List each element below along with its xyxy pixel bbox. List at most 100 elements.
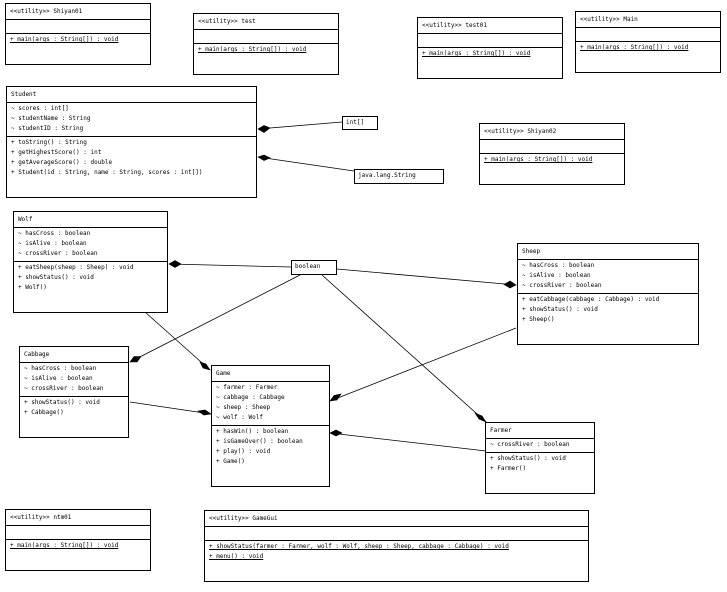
link-wolf-boolean — [168, 263, 292, 268]
link-cabbage-game — [129, 401, 212, 415]
attribute: ~ crossRiver : boolean — [490, 441, 570, 448]
method: + hasWin() : boolean — [216, 428, 289, 435]
method: + Cabbage() — [24, 409, 64, 416]
methods-compartment: + main(args : String[]) : void — [194, 43, 338, 57]
methods-compartment: + main(args : String[]) : void — [6, 33, 150, 47]
attributes-compartment: ~ hasCross : boolean ~ isAlive : boolean ~… — [20, 362, 128, 396]
diamond-game-wolf — [199, 361, 211, 371]
attributes-compartment: ~ hasCross : boolean ~ isAlive : boolean ~… — [14, 227, 167, 261]
diamond-game-sheep — [329, 393, 342, 402]
class-name: Sheep — [522, 248, 541, 255]
attribute: ~ cabbage : Cabbage — [216, 394, 285, 401]
attribute: ~ isAlive : boolean — [24, 375, 93, 382]
attributes-compartment — [6, 19, 150, 33]
link-student-string — [257, 156, 355, 172]
method: + menu() : void — [209, 553, 264, 560]
attributes-compartment — [576, 27, 720, 41]
methods-compartment: + toString() : String + getHighestScore()… — [7, 136, 256, 180]
attribute: ~ studentID : String — [11, 125, 84, 132]
method: + getHighestScore() : int — [11, 149, 102, 156]
method: + main(args : String[]) : void — [422, 50, 531, 57]
method: + Game() — [216, 458, 245, 465]
attribute: ~ crossRiver : boolean — [522, 282, 602, 289]
methods-compartment: + showStatus(farmer : Farmer, wolf : Wol… — [205, 540, 588, 564]
class-name: <<utility>> Main — [580, 16, 638, 23]
attribute: ~ crossRiver : boolean — [18, 250, 98, 257]
method: + play() : void — [216, 448, 271, 455]
class-name: <<utility>> test — [198, 18, 256, 25]
link-sheep-game — [329, 327, 517, 402]
attribute: ~ isAlive : boolean — [522, 272, 591, 279]
attribute: ~ crossRiver : boolean — [24, 385, 104, 392]
method: + isGameOver() : boolean — [216, 438, 303, 445]
diamond-game-cabbage — [197, 409, 212, 416]
method: + main(args : String[]) : void — [10, 542, 119, 549]
class-name: <<utility>> test01 — [422, 22, 488, 29]
class-name: Student — [11, 91, 37, 98]
method: + eatCabbage(cabbage : Cabbage) : void — [522, 296, 660, 303]
class-sheep[interactable]: Sheep ~ hasCross : boolean~ isAlive : boo… — [517, 243, 699, 345]
diamond-farmer — [474, 412, 487, 423]
methods-compartment: + showStatus() : void+ Cabbage() — [20, 396, 128, 420]
method: + Farmer() — [490, 465, 527, 472]
methods-compartment: + main(args : String[]) : void — [6, 539, 150, 553]
link-student-intarray — [257, 121, 343, 130]
diamond-wolf — [168, 260, 182, 268]
class-test[interactable]: <<utility>> test + main(args : String[]) … — [193, 13, 339, 75]
attributes-compartment — [418, 33, 562, 47]
class-name: <<utility>> GameGui — [209, 515, 278, 522]
attribute: ~ hasCross : boolean — [24, 365, 97, 372]
class-name: Cabbage — [24, 351, 50, 358]
methods-compartment: + hasWin() : boolean + isGameOver() : boo… — [212, 425, 329, 469]
class-shiyan01[interactable]: <<utility>> Shiyan01 + main(args : String… — [5, 3, 151, 65]
method: + eatSheep(sheep : Sheep) : void — [18, 264, 134, 271]
attributes-compartment — [480, 139, 624, 153]
attribute: ~ farmer : Farmer — [216, 384, 278, 391]
class-name: <<utility>> Shiyan02 — [484, 128, 557, 135]
method: + main(args : String[]) : void — [580, 44, 689, 51]
method: + toString() : String — [11, 139, 87, 146]
class-test01[interactable]: <<utility>> test01 + main(args : String[]… — [417, 17, 563, 79]
methods-compartment: + eatCabbage(cabbage : Cabbage) : void + … — [518, 293, 698, 327]
attributes-compartment — [205, 526, 588, 540]
attribute: ~ scores : int[] — [11, 105, 69, 112]
class-farmer[interactable]: Farmer ~ crossRiver : boolean + showStatus… — [485, 422, 595, 494]
link-wolf-game — [144, 311, 211, 371]
method: + showStatus() : void — [18, 274, 94, 281]
method: + showStatus(farmer : Farmer, wolf : Wol… — [209, 543, 509, 550]
attribute: ~ studentName : String — [11, 115, 91, 122]
attributes-compartment: ~ hasCross : boolean~ isAlive : boolean~… — [518, 259, 698, 293]
type-boolean[interactable]: boolean — [291, 260, 337, 275]
class-wolf[interactable]: Wolf ~ hasCross : boolean ~ isAlive : bool… — [13, 211, 168, 313]
diamond-student-1 — [257, 125, 271, 133]
attributes-compartment — [6, 525, 150, 539]
attributes-compartment: ~ scores : int[] ~ studentName : String ~ … — [7, 102, 256, 136]
class-game[interactable]: Game ~ farmer : Farmer ~ cabbage : Cabbage… — [211, 365, 330, 487]
class-ntm01[interactable]: <<utility>> ntm01+ main(args : String[])… — [5, 509, 151, 571]
class-name: <<utility>> Shiyan01 — [10, 8, 83, 15]
method: + Student(id : String, name : String, sc… — [11, 169, 203, 176]
attribute: ~ hasCross : boolean — [18, 230, 91, 237]
method: + getAverageScore() : double — [11, 159, 113, 166]
diamond-student-2 — [257, 154, 271, 161]
diamond-sheep — [503, 280, 517, 289]
type-java-lang-string[interactable]: java.lang.String — [354, 169, 444, 184]
attribute: ~ sheep : Sheep — [216, 404, 271, 411]
type-int-array[interactable]: int[] — [342, 116, 378, 130]
class-student[interactable]: Student ~ scores : int[] ~ studentName : S… — [6, 86, 257, 198]
class-name: Wolf — [18, 216, 33, 223]
class-name: Farmer — [490, 427, 512, 434]
methods-compartment: + eatSheep(sheep : Sheep) : void + showSt… — [14, 261, 167, 295]
class-main[interactable]: <<utility>> Main + main(args : String[]) … — [575, 11, 721, 73]
attributes-compartment: ~ farmer : Farmer ~ cabbage : Cabbage ~ sh… — [212, 381, 329, 425]
methods-compartment: + showStatus() : void+ Farmer() — [486, 452, 594, 476]
class-name: Game — [216, 370, 231, 377]
method: + Wolf() — [18, 284, 47, 291]
methods-compartment: + main(args : String[]) : void — [576, 41, 720, 55]
class-cabbage[interactable]: Cabbage ~ hasCross : boolean ~ isAlive : b… — [19, 346, 129, 438]
method: + showStatus() : void — [522, 306, 598, 313]
class-shiyan02[interactable]: <<utility>> Shiyan02+ main(args : String… — [479, 123, 625, 185]
attribute: ~ wolf : Wolf — [216, 414, 263, 421]
attribute: ~ isAlive : boolean — [18, 240, 87, 247]
class-gamegui[interactable]: <<utility>> GameGui + showStatus(farmer :… — [204, 510, 589, 582]
